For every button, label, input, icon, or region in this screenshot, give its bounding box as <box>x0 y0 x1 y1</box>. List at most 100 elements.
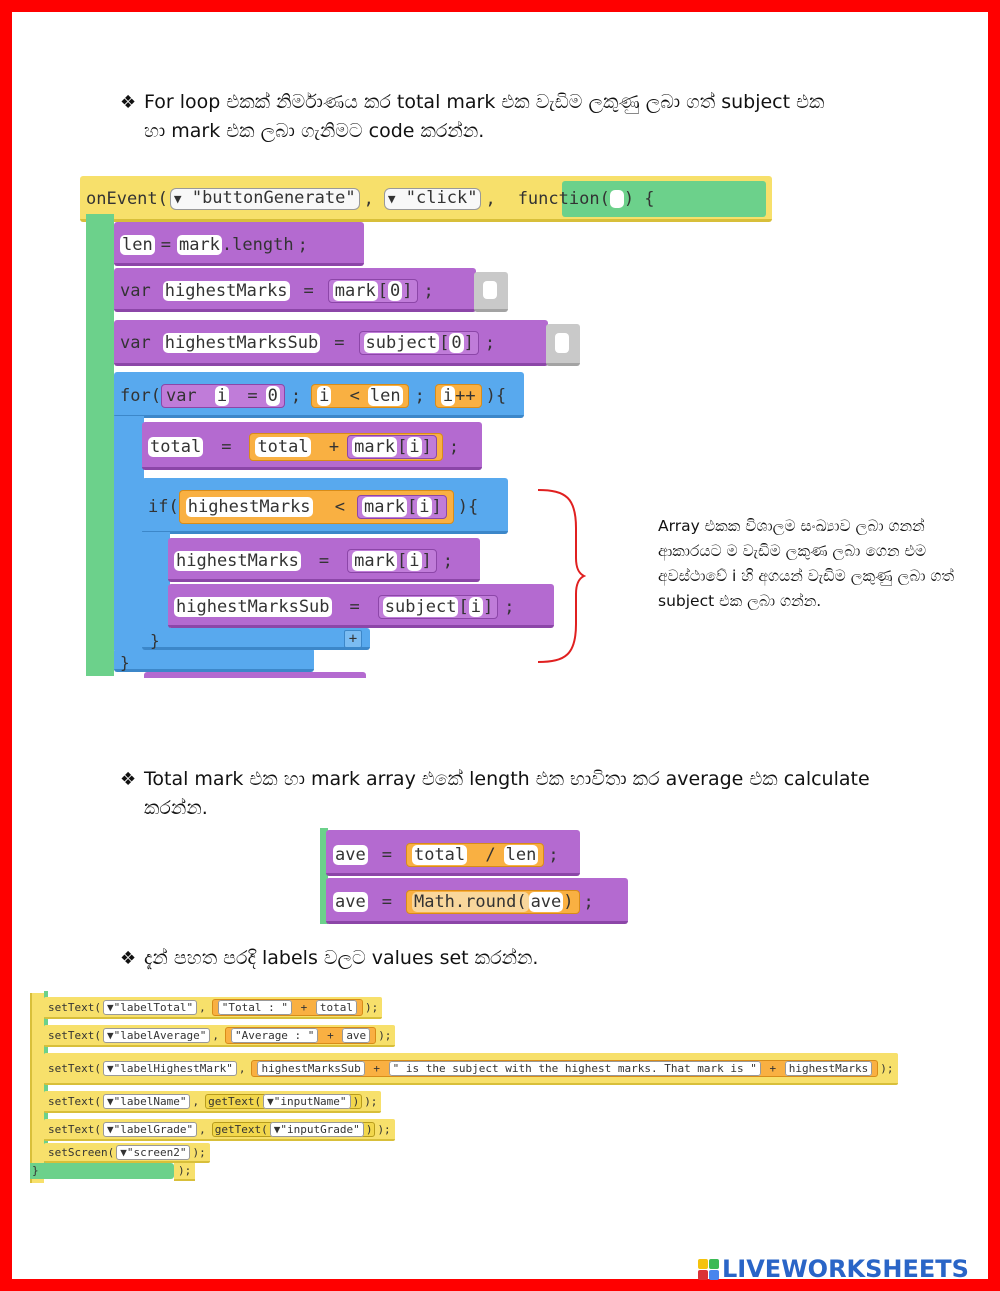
call-end: ); <box>377 1122 391 1136</box>
instruction-1-line2: හා mark එක ලබා ගැනිමට code කරන්න. <box>144 120 485 142</box>
concat-expr[interactable]: "Average : " + ave <box>224 1026 377 1044</box>
bullet-icon: ❖ <box>120 769 137 790</box>
division-expr[interactable]: total /len <box>405 843 545 867</box>
highest-marks-sub-variable[interactable]: highestMarksSub <box>162 333 321 353</box>
index-zero: 0 <box>388 281 403 301</box>
equals: = <box>221 437 232 457</box>
for-increment[interactable]: i++ <box>434 384 482 408</box>
len-variable[interactable]: len <box>120 235 155 255</box>
equals: = <box>160 235 171 255</box>
highest-marks-sub-variable[interactable]: highestMarksSub <box>174 597 332 617</box>
equals: = <box>381 892 392 912</box>
math-round-fn: Math.round( <box>411 892 529 912</box>
mark-index-expr[interactable]: mark[0] <box>327 279 418 303</box>
plus: + <box>327 1028 334 1042</box>
label-id-slot[interactable]: ▼"labelHighestMark" <box>102 1060 237 1076</box>
concat-expr[interactable]: "Total : " + total <box>211 998 363 1016</box>
add-else-button[interactable]: + <box>344 630 362 648</box>
input-id: "inputName" <box>273 1094 347 1108</box>
for-close-brace: } <box>120 652 130 672</box>
len-variable: len <box>367 386 403 406</box>
close-paren: ) <box>365 1122 373 1136</box>
equals: = <box>349 597 360 617</box>
gettext-expr[interactable]: getText(▼"inputName") <box>205 1093 363 1109</box>
onevent-keyword: onEvent( <box>86 189 168 209</box>
highest-marks-variable[interactable]: highestMarks <box>162 281 290 301</box>
comment-slot[interactable] <box>483 281 497 299</box>
instruction-3-line1: දැන් පහත පරදි labels වලට values set කරන්… <box>144 947 539 969</box>
label-id: "labelGrade" <box>113 1122 194 1136</box>
if-condition[interactable]: highestMarks <mark[i] <box>178 490 454 524</box>
fn-name: setScreen( <box>48 1145 115 1159</box>
len-assign-block[interactable] <box>114 222 364 266</box>
instruction-2-line2: කරන්න. <box>144 797 208 819</box>
var-keyword: var <box>165 386 197 406</box>
function-body-bar <box>86 214 114 676</box>
for-condition[interactable]: i < len <box>311 384 409 408</box>
fn-name: getText( <box>208 1094 262 1108</box>
label-id-slot[interactable]: ▼"labelName" <box>102 1093 191 1109</box>
label-id: "labelHighestMark" <box>113 1061 233 1075</box>
settext-grade[interactable]: setText( ▼"labelGrade", getText(▼"inputG… <box>44 1119 395 1141</box>
gettext-expr[interactable]: getText(▼"inputGrade") <box>211 1121 376 1137</box>
settext-name[interactable]: setText( ▼"labelName", getText(▼"inputNa… <box>44 1091 382 1113</box>
function-block[interactable] <box>562 181 766 217</box>
button-id-value: "buttonGenerate" <box>191 188 356 209</box>
i-variable: i <box>317 386 332 406</box>
mark-array: mark <box>352 437 398 457</box>
for-init[interactable]: var i = 0 <box>160 384 285 408</box>
sum-expr[interactable]: total +mark[i] <box>249 433 443 461</box>
event-type-slot[interactable]: ▼ "click" <box>383 188 482 210</box>
instruction-1-line1: For loop එකක් නිර්මාණය කර total mark එක … <box>144 91 825 113</box>
zero-literal: 0 <box>265 386 280 406</box>
screen-id-slot[interactable]: ▼"screen2" <box>116 1144 191 1160</box>
subject-index-expr[interactable]: subject[0] <box>358 331 479 355</box>
call-end: ); <box>364 1094 378 1108</box>
i-variable: i <box>407 437 422 457</box>
setscreen-call[interactable]: setScreen( ▼"screen2" ); <box>44 1143 210 1163</box>
concat-expr[interactable]: highestMarksSub + " is the subject with … <box>251 1059 879 1077</box>
total-variable[interactable]: total <box>148 437 204 457</box>
semicolon: ; <box>504 597 515 617</box>
label-id-slot[interactable]: ▼"labelGrade" <box>102 1121 198 1137</box>
label-id-slot[interactable]: ▼"labelTotal" <box>102 999 198 1015</box>
less-than: < <box>349 386 360 406</box>
label-id-slot[interactable]: ▼"labelAverage" <box>102 1027 211 1043</box>
function-keyword: function( <box>517 189 610 209</box>
mark-array: mark <box>332 281 378 301</box>
onevent-end: ); <box>174 1163 196 1181</box>
i-variable: i <box>214 386 230 406</box>
logo-mark-icon <box>698 1258 719 1280</box>
subject-i-expr[interactable]: subject[i] <box>377 595 499 619</box>
comma: , <box>485 189 496 209</box>
equals: = <box>318 551 330 571</box>
function-body-bar <box>320 828 328 924</box>
screen-id: "screen2" <box>126 1145 187 1159</box>
instruction-3: ❖දැන් පහත පරදි labels වලට values set කරන… <box>120 944 538 973</box>
ave-variable[interactable]: ave <box>333 845 368 865</box>
settext-average[interactable]: setText( ▼"labelAverage", "Average : " +… <box>44 1025 396 1047</box>
ave-variable[interactable]: ave <box>333 892 368 912</box>
curly-brace-icon <box>537 489 586 663</box>
fn-name: getText( <box>214 1122 268 1136</box>
semicolon: ; <box>583 892 594 912</box>
ave-variable: ave <box>342 1027 371 1043</box>
settext-total[interactable]: setText( ▼"labelTotal", "Total : " + tot… <box>44 997 383 1019</box>
math-round-expr[interactable]: Math.round(ave) <box>405 890 580 914</box>
total-variable: total <box>315 999 357 1015</box>
for-end: ){ <box>485 386 507 406</box>
button-id-slot[interactable]: ▼ "buttonGenerate" <box>169 188 360 210</box>
settext-highest-mark[interactable]: setText( ▼"labelHighestMark", highestMar… <box>44 1053 898 1085</box>
equals: = <box>247 386 258 406</box>
event-type-value: "click" <box>405 188 478 209</box>
instruction-1: ❖For loop එකක් නිර්මාණය කර total mark එක… <box>120 88 824 145</box>
close-brace: } <box>32 1164 39 1177</box>
input-id-slot: ▼"inputGrade" <box>269 1121 364 1137</box>
mark-i-expr[interactable]: mark[i] <box>347 549 437 573</box>
mark-array: mark <box>362 497 407 517</box>
logo-text: LIVEWORKSHEETS <box>722 1255 969 1283</box>
highest-marks-variable[interactable]: highestMarks <box>174 551 301 571</box>
comment-slot[interactable] <box>555 333 569 353</box>
function-param-slot[interactable] <box>609 190 624 208</box>
mark-array[interactable]: mark <box>176 235 222 255</box>
